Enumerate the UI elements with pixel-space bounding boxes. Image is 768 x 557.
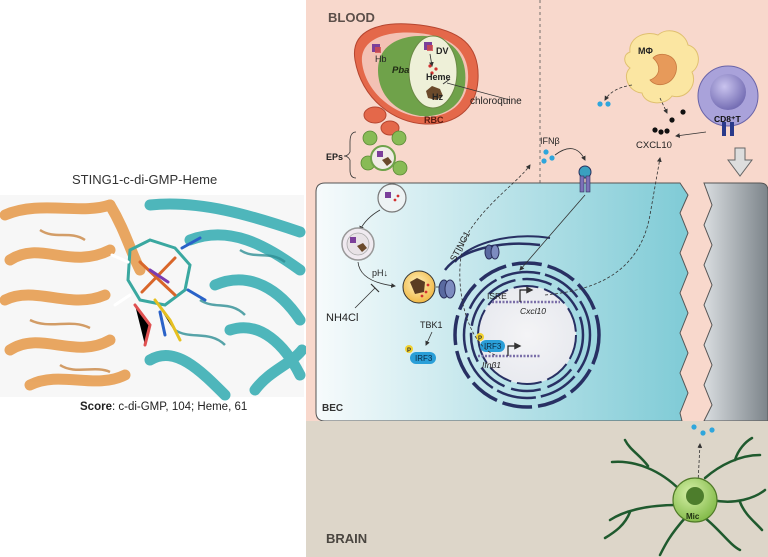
cxcl10-attraction-arrow [675,131,707,138]
phospho-badge [405,345,413,353]
macrophage-cxcl10-arrow [659,97,668,114]
cd8t-label: CD8⁺T [714,114,741,124]
irf3-nuclear-label: IRF3 [484,342,502,351]
hemoglobin-dv-icon [424,42,433,51]
microglia [603,436,767,557]
ifnb-dot [541,158,547,164]
erythrocyte-particles [360,130,408,176]
sting1-protein [438,279,456,299]
infiltration-arrow-icon [727,147,753,177]
ifnb1-gene [478,342,540,358]
nh4cl-inhibition-bar [370,283,380,293]
ifnb-dot [549,155,555,161]
ifnb-label: IFNβ [540,136,560,146]
phospho-nuclear-label: P [478,336,482,342]
cytokine-dot [597,101,603,107]
microglia-activation-arrow [697,443,703,484]
endosome [341,227,375,261]
sting1-er-protein [484,244,500,260]
protein-structure-image [0,195,308,401]
ifnb1-gene-label: Ifnβ1 [482,360,501,370]
inhibition-bar [442,78,451,85]
dv-label: DV [436,46,449,56]
phospho-badge-nuclear [476,333,484,341]
hz-label: Hz [432,92,443,102]
docking-score: Score: c-di-GMP, 104; Heme, 61 [80,401,247,413]
er-membrane [444,242,541,271]
irf3-cytoplasm [410,352,436,364]
cxcl10-gene [492,286,560,304]
bec-neighbor-cell [703,182,768,422]
hb-label: Hb [375,54,387,64]
bec-label: BEC [322,403,343,414]
mic-label: Mic [686,512,700,521]
tbk1-arrow [425,331,433,346]
ifnb-receptor [578,165,592,193]
cxcl10-dot [652,127,658,133]
phospho-label: P [407,348,411,354]
heme-dot [434,67,438,71]
structure-title: STING1-c-di-GMP-Heme [72,172,218,187]
heme-label: Heme [426,72,451,82]
score-label: Score [80,401,112,413]
macrophage-secretion-arrow [604,84,633,101]
cxcl10-dot [658,129,664,135]
score-values: : c-di-GMP, 104; Heme, 61 [111,401,248,413]
cxcl10-gene-label: Cxcl10 [520,306,546,316]
endocytic-vesicle [377,183,407,213]
cxcl10-secretion-arrow [544,157,662,296]
eps-bracket [343,131,357,179]
chloroquine-pointer [446,82,511,101]
heme-dot [430,71,434,75]
hemozoin-crystal [426,86,443,100]
macrophage [624,30,699,104]
cxcl10-dot [669,117,675,123]
leak-dot [709,427,715,433]
cxcl10-label: CXCL10 [636,140,672,151]
cxcl10-dot [664,128,670,134]
ph-label: pH↓ [372,268,388,278]
tbk1-label: TBK1 [420,320,443,330]
chloroquine-label: chloroquine [470,96,522,107]
pba-label: Pba [392,65,409,76]
isre-label: ISRE [487,291,507,301]
nucleus [453,261,601,409]
leak-dot [691,424,697,430]
cytokine-dot [605,101,611,107]
hb-to-heme-arrow [429,53,434,67]
eps-label: EPs [326,152,343,162]
hemoglobin-icon [372,44,381,53]
receptor-signal-arrow [519,194,586,271]
blood-label: BLOOD [328,10,375,25]
brain-label: BRAIN [326,531,367,546]
nh4cl-inhibition-line [354,287,376,309]
heme-dot [428,64,432,68]
ifnb-binding-arrow [554,148,586,161]
ifnb-secretion-arrow [459,164,531,356]
maturation-arrow [357,261,396,288]
cxcl10-dot [680,109,686,115]
ifnb-dot [543,149,549,155]
lysosome [402,270,436,304]
macrophage-label: MΦ [638,46,653,56]
nh4cl-label: NH4Cl [326,312,358,324]
rbc-label: RBC [424,115,444,125]
irf3-cytoplasm-label: IRF3 [415,354,433,363]
leak-dot [700,430,706,436]
cd8-t-cell [697,65,759,136]
irf3-nuclear [480,340,505,352]
